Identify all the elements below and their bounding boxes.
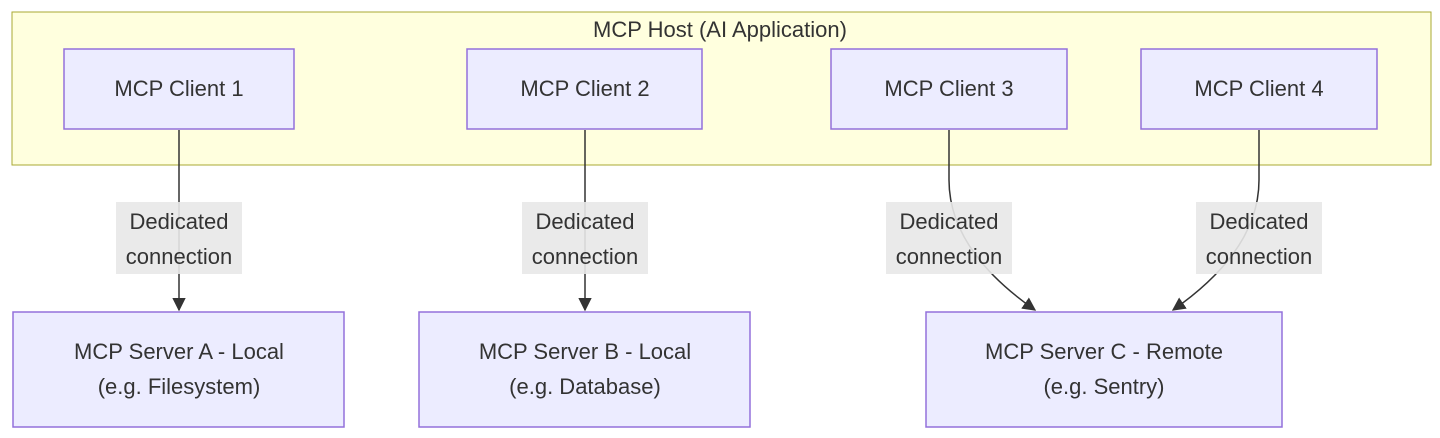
edge-label-1: Dedicated connection <box>116 202 242 274</box>
mcp-client-1-box[interactable] <box>63 48 295 130</box>
mcp-server-b-title: MCP Server B - Local <box>479 339 691 364</box>
mcp-client-4-box[interactable] <box>1140 48 1378 130</box>
mcp-client-1-label: MCP Client 1 <box>114 76 243 101</box>
edge-label-line2: connection <box>532 244 638 269</box>
mcp-client-4-label: MCP Client 4 <box>1194 76 1323 101</box>
mcp-client-3-label: MCP Client 3 <box>884 76 1013 101</box>
edge-label-line1: Dedicated <box>535 209 634 234</box>
mcp-server-a-box[interactable] <box>12 311 345 428</box>
mcp-client-4-node[interactable]: MCP Client 4 <box>1140 48 1378 130</box>
mcp-server-a-subtitle: (e.g. Filesystem) <box>98 374 261 399</box>
edge-label-line2: connection <box>1206 244 1312 269</box>
mcp-server-a-node[interactable]: MCP Server A - Local (e.g. Filesystem) <box>12 311 345 428</box>
edge-label-line2: connection <box>126 244 232 269</box>
servers-group: MCP Server A - Local (e.g. Filesystem) M… <box>12 311 1283 428</box>
mcp-server-b-box[interactable] <box>418 311 751 428</box>
edge-label-bg <box>522 202 648 274</box>
edge-label-bg <box>1196 202 1322 274</box>
edge-label-line1: Dedicated <box>129 209 228 234</box>
mcp-client-2-node[interactable]: MCP Client 2 <box>466 48 703 130</box>
edge-label-2: Dedicated connection <box>522 202 648 274</box>
edge-label-line1: Dedicated <box>1209 209 1308 234</box>
mcp-server-c-title: MCP Server C - Remote <box>985 339 1223 364</box>
mcp-client-2-label: MCP Client 2 <box>520 76 649 101</box>
edge-label-bg <box>886 202 1012 274</box>
mcp-server-c-box[interactable] <box>925 311 1283 428</box>
mcp-server-c-node[interactable]: MCP Server C - Remote (e.g. Sentry) <box>925 311 1283 428</box>
edge-label-3: Dedicated connection <box>886 202 1012 274</box>
mcp-server-b-subtitle: (e.g. Database) <box>509 374 661 399</box>
edge-label-line1: Dedicated <box>899 209 998 234</box>
mcp-client-3-node[interactable]: MCP Client 3 <box>830 48 1068 130</box>
mcp-client-3-box[interactable] <box>830 48 1068 130</box>
mcp-host-title: MCP Host (AI Application) <box>593 17 847 42</box>
edge-labels-group: Dedicated connection Dedicated connectio… <box>116 202 1322 274</box>
edge-label-bg <box>116 202 242 274</box>
clients-group: MCP Client 1 MCP Client 2 MCP Client 3 M… <box>63 48 1378 130</box>
edge-label-line2: connection <box>896 244 1002 269</box>
edge-label-4: Dedicated connection <box>1196 202 1322 274</box>
mcp-client-1-node[interactable]: MCP Client 1 <box>63 48 295 130</box>
mcp-client-2-box[interactable] <box>466 48 703 130</box>
mcp-server-a-title: MCP Server A - Local <box>74 339 284 364</box>
mcp-server-b-node[interactable]: MCP Server B - Local (e.g. Database) <box>418 311 751 428</box>
mcp-server-c-subtitle: (e.g. Sentry) <box>1043 374 1164 399</box>
